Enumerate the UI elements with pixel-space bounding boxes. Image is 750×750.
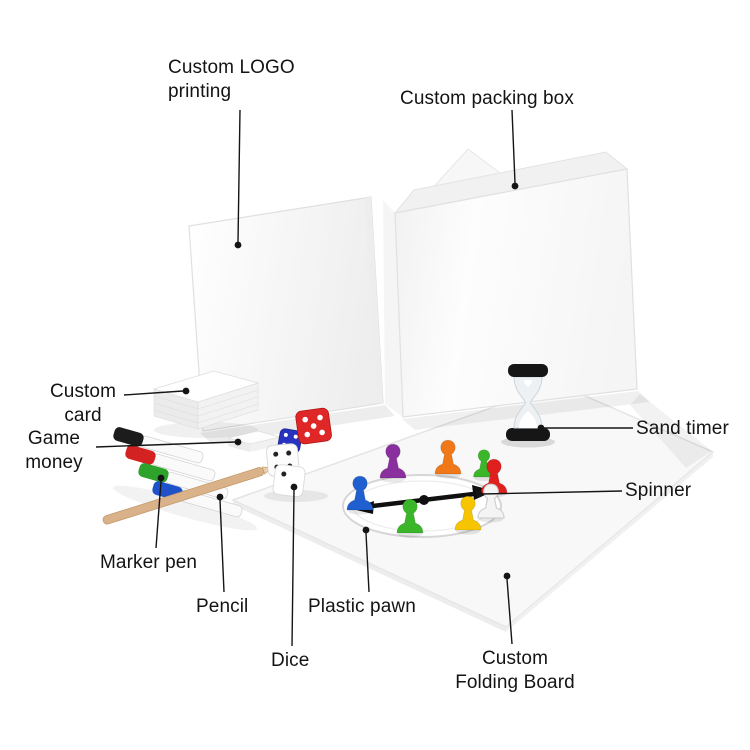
callout-dot <box>216 493 224 501</box>
right-box-side-shadow <box>630 394 712 468</box>
callout-dot <box>475 490 483 498</box>
callout-dot <box>182 387 190 395</box>
callout-dot <box>157 474 165 482</box>
label-custom-card: Custom card <box>49 381 117 427</box>
sand-timer <box>501 364 555 448</box>
label-pencil: Pencil <box>196 596 249 617</box>
plastic-pawns <box>346 439 508 538</box>
callout-dot <box>511 182 519 190</box>
label-spinner: Spinner <box>625 480 692 501</box>
card-stack <box>152 370 260 438</box>
label-marker-pen: Marker pen <box>100 552 198 573</box>
dice-group <box>264 407 332 502</box>
label-sand-timer: Sand timer <box>636 418 729 439</box>
packing-box <box>393 148 638 418</box>
callout-dots <box>157 182 545 580</box>
callout-dot <box>290 483 298 491</box>
white-die-2 <box>272 464 306 498</box>
label-game-money: Game money <box>25 428 83 474</box>
pencil-stick <box>102 466 273 525</box>
label-dice: Dice <box>271 650 310 671</box>
callout-line <box>506 578 513 645</box>
label-custom-packing-box: Custom packing box <box>400 88 574 109</box>
callout-dot <box>503 572 511 580</box>
callout-line <box>511 109 516 184</box>
callout-dot <box>362 526 370 534</box>
callout-line <box>237 109 241 243</box>
callout-line <box>95 441 236 448</box>
label-custom-logo-printing: Custom LOGO printing <box>168 57 295 103</box>
game-board-box <box>188 196 403 432</box>
callout-line <box>219 499 225 593</box>
callout-dot <box>234 241 242 249</box>
callout-lines <box>95 109 633 647</box>
callout-dot <box>537 424 545 432</box>
label-plastic-pawn: Plastic pawn <box>308 596 416 617</box>
callout-dot <box>234 438 242 446</box>
callout-line <box>365 532 370 593</box>
callout-line <box>291 489 295 647</box>
red-die <box>295 407 332 445</box>
label-custom-folding-board: Custom Folding Board <box>455 648 575 694</box>
callout-line <box>481 490 623 495</box>
callout-line <box>123 390 184 396</box>
callout-line <box>155 480 162 549</box>
